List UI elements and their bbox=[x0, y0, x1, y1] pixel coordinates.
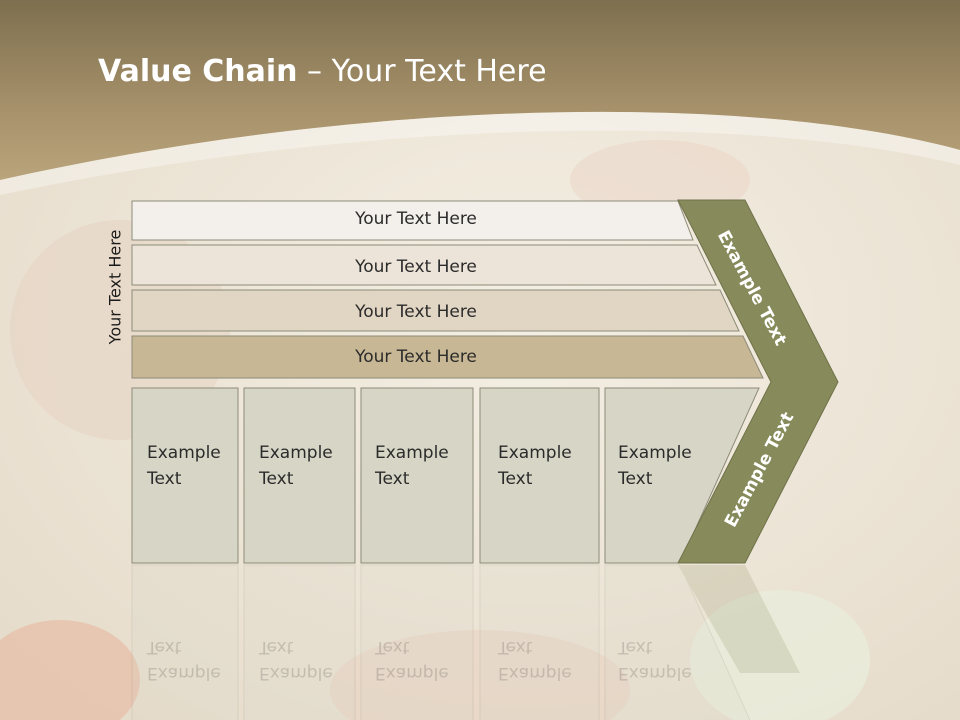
slide-title: Value Chain – Your Text Here bbox=[98, 54, 547, 89]
box-4-line2: Text bbox=[498, 469, 533, 489]
box-2-label: Example Text bbox=[259, 440, 333, 492]
box-3-reflection-line1: Example bbox=[375, 663, 449, 683]
box-2[interactable] bbox=[243, 387, 356, 564]
box-1-reflection: Example Text bbox=[147, 634, 221, 686]
box-3[interactable] bbox=[360, 387, 474, 564]
bar-1-label: Your Text Here bbox=[355, 209, 477, 229]
box-4-reflection-line2: Text bbox=[498, 637, 533, 657]
box-1-reflection-line2: Text bbox=[147, 637, 182, 657]
box-3-reflection-line2: Text bbox=[375, 637, 410, 657]
box-2-line2: Text bbox=[259, 469, 294, 489]
box-4-reflection: Example Text bbox=[498, 634, 572, 686]
box-2-reflection: Example Text bbox=[259, 634, 333, 686]
bar-3[interactable] bbox=[131, 289, 740, 332]
box-2-reflection-line2: Text bbox=[259, 637, 294, 657]
box-5-line2: Text bbox=[618, 469, 653, 489]
box-5-label: Example Text bbox=[618, 440, 692, 492]
box-4[interactable] bbox=[479, 387, 600, 564]
bar-4[interactable] bbox=[131, 335, 764, 379]
box-3-line1: Example bbox=[375, 443, 449, 463]
bar-4-label: Your Text Here bbox=[355, 347, 477, 367]
box-5-reflection-line1: Example bbox=[618, 663, 692, 683]
box-5-reflection-line2: Text bbox=[618, 637, 653, 657]
box-1[interactable] bbox=[131, 387, 239, 564]
box-1-reflection-line1: Example bbox=[147, 663, 221, 683]
box-2-reflection-line1: Example bbox=[259, 663, 333, 683]
title-bold: Value Chain bbox=[98, 54, 298, 89]
box-4-label: Example Text bbox=[498, 440, 572, 492]
box-3-reflection: Example Text bbox=[375, 634, 449, 686]
box-1-line2: Text bbox=[147, 469, 182, 489]
box-5-reflection: Example Text bbox=[618, 634, 692, 686]
box-4-reflection-line1: Example bbox=[498, 663, 572, 683]
box-1-line1: Example bbox=[147, 443, 221, 463]
box-3-label: Example Text bbox=[375, 440, 449, 492]
box-5-line1: Example bbox=[618, 443, 692, 463]
box-3-line2: Text bbox=[375, 469, 410, 489]
box-2-line1: Example bbox=[259, 443, 333, 463]
bar-3-label: Your Text Here bbox=[355, 302, 477, 322]
bar-2-label: Your Text Here bbox=[355, 257, 477, 277]
bar-1[interactable] bbox=[131, 200, 694, 241]
chevron-arrow[interactable] bbox=[677, 199, 839, 564]
bar-2[interactable] bbox=[131, 244, 717, 286]
title-rest: – Your Text Here bbox=[297, 54, 547, 89]
box-4-line1: Example bbox=[498, 443, 572, 463]
box-1-label: Example Text bbox=[147, 440, 221, 492]
